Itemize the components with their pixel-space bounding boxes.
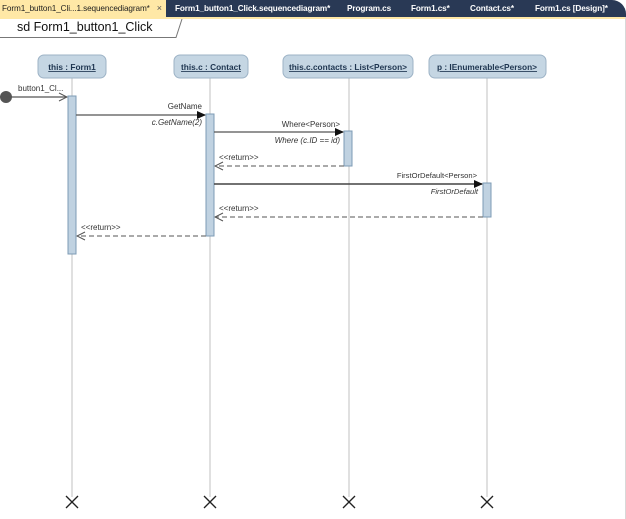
tab-sequencediagram[interactable]: Form1_button1_Click.sequencediagram* bbox=[175, 4, 331, 13]
message-sublabel: c.GetName(2) bbox=[152, 118, 203, 127]
frame-label-border bbox=[0, 19, 183, 38]
activation-contacts-list[interactable] bbox=[343, 130, 353, 167]
tab-accent-strip bbox=[0, 17, 626, 19]
lifeline-label: this.c.contacts : List<Person> bbox=[289, 62, 407, 72]
message-getname[interactable]: GetName c.GetName(2) bbox=[76, 102, 206, 127]
message-label: FirstOrDefault<Person> bbox=[397, 171, 478, 180]
lifeline-this-c-contact[interactable]: this.c : Contact bbox=[173, 54, 249, 79]
message-where-person[interactable]: Where<Person> Where (c.ID == id) bbox=[214, 120, 344, 145]
activation-contact[interactable] bbox=[205, 113, 215, 237]
activation-ienumerable[interactable] bbox=[482, 182, 492, 218]
message-return-firstordefault[interactable]: <<return>> bbox=[215, 204, 483, 217]
tab-sequencediagram-active[interactable]: Form1_button1_Cli...1.sequencediagram* × bbox=[0, 0, 166, 17]
destroy-x-icon bbox=[342, 495, 356, 509]
message-label: <<return>> bbox=[81, 223, 121, 232]
lifeline-contacts-list[interactable]: this.c.contacts : List<Person> bbox=[282, 54, 414, 79]
lifeline-label: p : IEnumerable<Person> bbox=[437, 62, 537, 72]
tab-form1-cs[interactable]: Form1.cs* bbox=[411, 4, 450, 13]
lifeline-label: this.c : Contact bbox=[181, 62, 241, 72]
message-label: button1_Cl... bbox=[18, 84, 63, 93]
frame-label: sd Form1_button1_Click bbox=[0, 19, 183, 38]
lifeline-this-form1[interactable]: this : Form1 bbox=[37, 54, 107, 79]
destroy-x-icon bbox=[203, 495, 217, 509]
message-label: <<return>> bbox=[219, 153, 259, 162]
message-sublabel: Where (c.ID == id) bbox=[275, 136, 341, 145]
tab-form1-design[interactable]: Form1.cs [Design]* bbox=[535, 4, 608, 13]
activation-form1[interactable] bbox=[67, 95, 77, 255]
tab-program-cs[interactable]: Program.cs bbox=[347, 4, 392, 13]
message-button1-click[interactable]: button1_Cl... bbox=[0, 84, 67, 103]
tab-label: Form1_button1_Cli...1.sequencediagram* bbox=[2, 4, 150, 13]
frame-title: sd Form1_button1_Click bbox=[17, 20, 153, 34]
message-label: Where<Person> bbox=[282, 120, 341, 129]
lifeline-p-ienumerable[interactable]: p : IEnumerable<Person> bbox=[428, 54, 547, 79]
close-icon[interactable]: × bbox=[156, 3, 162, 13]
message-firstordefault[interactable]: FirstOrDefault<Person> FirstOrDefault bbox=[214, 171, 483, 196]
activation-bars bbox=[67, 95, 492, 255]
message-label: <<return>> bbox=[219, 204, 259, 213]
destroy-x-icon bbox=[480, 495, 494, 509]
message-return-getname[interactable]: <<return>> bbox=[77, 223, 206, 236]
message-sublabel: FirstOrDefault bbox=[431, 187, 479, 196]
message-return-where[interactable]: <<return>> bbox=[215, 153, 344, 166]
tab-contact-cs[interactable]: Contact.cs* bbox=[470, 4, 514, 13]
destroy-x-icon bbox=[65, 495, 79, 509]
document-tab-bar: Form1_button1_Cli...1.sequencediagram*× … bbox=[0, 0, 626, 17]
message-label: GetName bbox=[168, 102, 203, 111]
destruction-markers bbox=[65, 495, 494, 509]
lifeline-label: this : Form1 bbox=[48, 62, 96, 72]
